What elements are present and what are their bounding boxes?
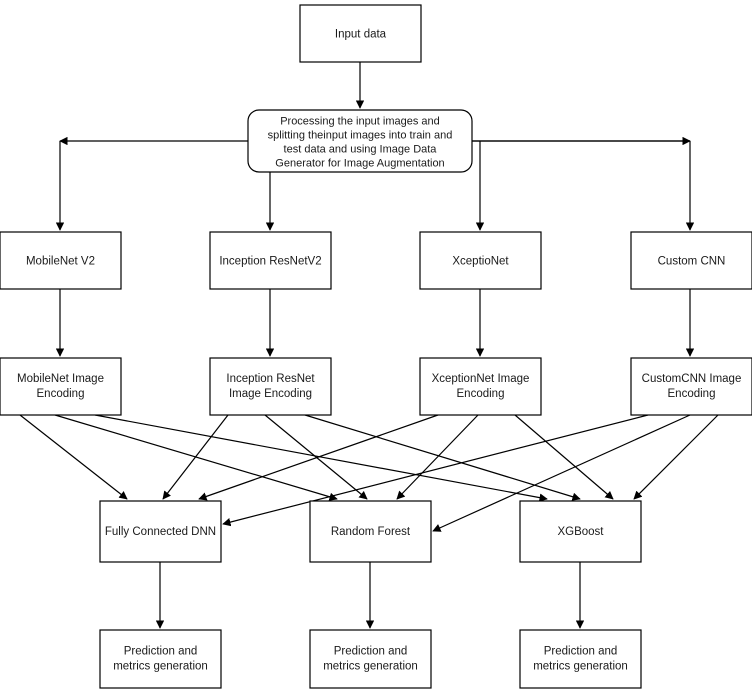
node-encoding-mobilenet-line-1: MobileNet Image: [17, 373, 104, 385]
node-classifier-random-forest[interactable]: Random Forest: [309, 500, 432, 563]
node-encoding-inception-resnet-line-1: Inception ResNet: [226, 373, 315, 385]
node-processing-line-2: splitting theinput images into train and: [268, 129, 453, 141]
node-encoding-inception-resnet[interactable]: Inception ResNet Image Encoding: [209, 357, 332, 416]
node-model-inception-resnetv2[interactable]: Inception ResNetV2: [209, 231, 332, 290]
node-input-data[interactable]: Input data: [299, 4, 422, 63]
node-classifier-xgboost[interactable]: XGBoost: [519, 500, 642, 563]
node-encoding-xceptionnet-line-2: Encoding: [457, 388, 505, 400]
node-classifier-random-forest-label: Random Forest: [331, 526, 411, 538]
node-prediction-2-line-1: Prediction and: [334, 646, 408, 658]
node-classifier-xgboost-label: XGBoost: [557, 526, 604, 538]
node-encoding-customcnn-line-2: Encoding: [668, 388, 716, 400]
node-model-inception-resnetv2-label: Inception ResNetV2: [219, 256, 321, 268]
edge-models-to-encodings: [55, 289, 695, 357]
node-model-mobilenet-v2-label: MobileNet V2: [26, 256, 95, 268]
node-input-data-label: Input data: [335, 29, 387, 41]
node-processing-line-4: Generator for Image Augmentation: [275, 157, 444, 169]
node-prediction-2-line-2: metrics generation: [323, 661, 418, 673]
node-model-xceptionet[interactable]: XceptioNet: [419, 231, 542, 290]
node-model-custom-cnn-label: Custom CNN: [658, 256, 726, 268]
node-encoding-inception-resnet-line-2: Image Encoding: [229, 388, 312, 400]
node-model-custom-cnn[interactable]: Custom CNN: [630, 231, 752, 290]
node-encoding-xceptionnet-line-1: XceptionNet Image: [432, 373, 530, 385]
node-encoding-xceptionnet[interactable]: XceptionNet Image Encoding: [419, 357, 542, 416]
node-processing-line-3: test data and using Image Data: [284, 143, 438, 155]
node-prediction-3[interactable]: Prediction and metrics generation: [519, 629, 642, 689]
node-processing[interactable]: Processing the input images and splittin…: [247, 109, 473, 173]
node-encoding-mobilenet[interactable]: MobileNet Image Encoding: [0, 357, 122, 416]
node-encoding-customcnn[interactable]: CustomCNN Image Encoding: [630, 357, 752, 416]
node-classifier-fully-connected-dnn[interactable]: Fully Connected DNN: [99, 500, 222, 563]
node-prediction-3-line-2: metrics generation: [533, 661, 628, 673]
node-prediction-2[interactable]: Prediction and metrics generation: [309, 629, 432, 689]
node-encoding-mobilenet-line-2: Encoding: [37, 388, 85, 400]
node-encoding-customcnn-line-1: CustomCNN Image: [642, 373, 742, 385]
node-classifier-fully-connected-dnn-label: Fully Connected DNN: [105, 526, 216, 538]
node-prediction-3-line-1: Prediction and: [544, 646, 618, 658]
node-prediction-1-line-1: Prediction and: [124, 646, 198, 658]
node-prediction-1-line-2: metrics generation: [113, 661, 208, 673]
node-model-xceptionet-label: XceptioNet: [452, 256, 509, 268]
node-processing-line-1: Processing the input images and: [280, 115, 440, 127]
node-model-mobilenet-v2[interactable]: MobileNet V2: [0, 231, 122, 290]
edge-encodings-to-classifiers: [19, 414, 719, 532]
edge-classifiers-to-predictions: [155, 562, 585, 629]
node-prediction-1[interactable]: Prediction and metrics generation: [99, 629, 222, 689]
